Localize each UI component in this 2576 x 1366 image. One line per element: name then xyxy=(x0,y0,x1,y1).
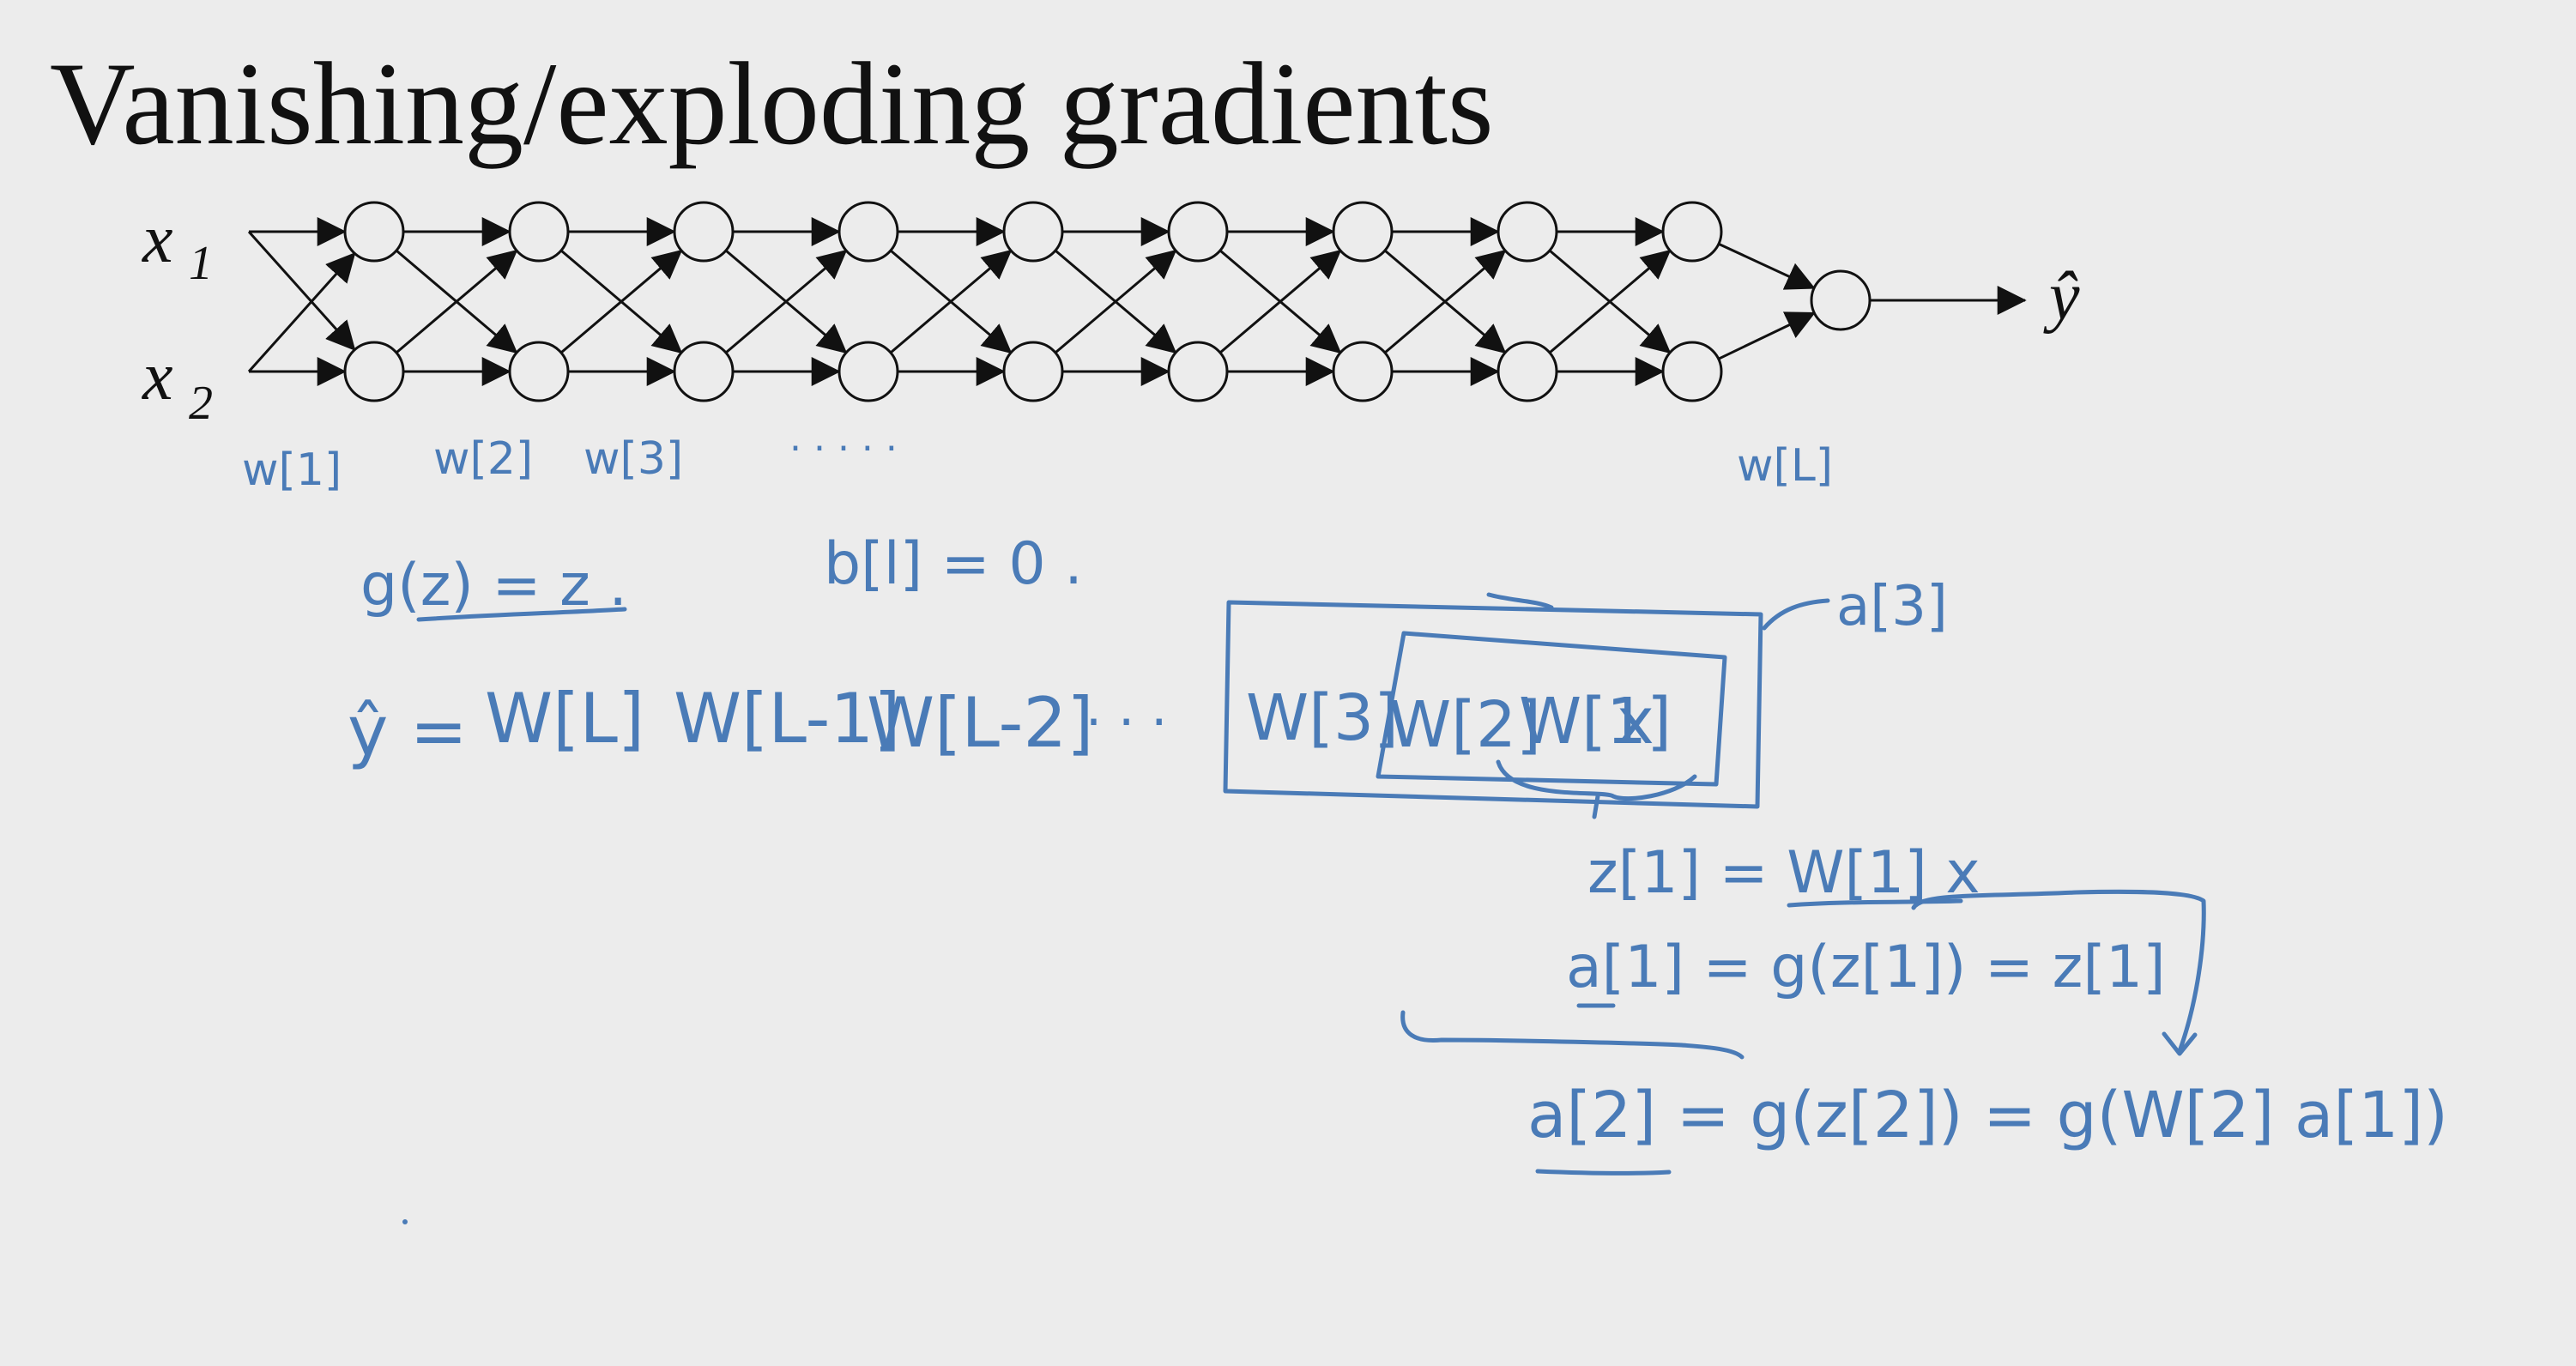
yhat-term-wL: W[L] xyxy=(485,679,644,759)
neuron-l8-n2 xyxy=(1497,341,1558,402)
neuron-l4-n2 xyxy=(838,341,899,402)
z1-equation: z[1] = W[1] x xyxy=(1587,839,1980,907)
neuron-l7-n1 xyxy=(1332,201,1394,263)
z1-underline xyxy=(1787,898,1963,908)
edge-input1-to-l1n2 xyxy=(247,230,356,351)
weight-dots: . . . . . xyxy=(789,416,898,460)
a3-pointer xyxy=(1762,598,1830,631)
weight-label-L: w[L] xyxy=(1737,440,1833,492)
weight-label-2: w[2] xyxy=(433,433,533,485)
edge-l7n2-to-l8n1 xyxy=(1383,249,1507,354)
input-x2-subscript: 2 xyxy=(189,377,213,430)
yhat-lhs: ŷ = xyxy=(348,692,468,771)
edge-l2n2-to-l3n1 xyxy=(559,249,683,354)
neuron-l9-n1 xyxy=(1661,201,1723,263)
boxed-w1: W[1] xyxy=(1519,685,1672,759)
weight-label-1: w[1] xyxy=(242,444,342,496)
edge-l5n2-to-l6n1 xyxy=(1054,249,1177,354)
outer-box-a3 xyxy=(1223,600,1763,809)
network-edges xyxy=(247,217,2027,386)
edge-l9n1-to-output xyxy=(1718,242,1816,290)
neural-network: x 1 x 2 ŷ xyxy=(142,201,2080,430)
brace-tick xyxy=(1592,794,1600,819)
neuron-l8-n1 xyxy=(1497,201,1558,263)
neuron-l5-n2 xyxy=(1002,341,1064,402)
activation-linear: g(z) = z . xyxy=(360,552,627,620)
output-neuron xyxy=(1810,269,1872,331)
weight-label-3: w[3] xyxy=(584,433,683,485)
neuron-l6-n1 xyxy=(1167,201,1229,263)
inner-box-a2 xyxy=(1376,631,1727,787)
neuron-l9-n2 xyxy=(1661,341,1723,402)
neuron-l6-n2 xyxy=(1167,341,1229,402)
activation-underline xyxy=(416,607,627,622)
edge-l4n2-to-l5n1 xyxy=(889,249,1013,354)
a2-equation: a[2] = g(z[2]) = g(W[2] a[1]) xyxy=(1527,1079,2448,1152)
edge-l1n2-to-l2n1 xyxy=(395,249,518,354)
neuron-l2-n2 xyxy=(508,341,570,402)
z1-substitution-arrowhead xyxy=(2162,1031,2198,1056)
neuron-l4-n1 xyxy=(838,201,899,263)
neuron-l7-n2 xyxy=(1332,341,1394,402)
boxed-x: x xyxy=(1617,685,1654,759)
output-yhat-label: ŷ xyxy=(2043,259,2080,335)
edge-l8n2-to-l9n1 xyxy=(1548,249,1672,354)
outer-box-top-mark xyxy=(1486,592,1554,610)
neuron-l3-n1 xyxy=(673,201,735,263)
a3-label: a[3] xyxy=(1836,575,1948,638)
edge-l3n2-to-l4n1 xyxy=(724,249,848,354)
brace-under-w1x xyxy=(1496,759,1697,801)
neuron-l1-n2 xyxy=(343,341,405,402)
bias-zero: b[l] = 0 . xyxy=(824,530,1083,598)
a1-equation: a[1] = g(z[1]) = z[1] xyxy=(1566,934,2166,1001)
slide-title: Vanishing/exploding gradients xyxy=(50,38,1494,169)
boxed-w3: W[3] xyxy=(1246,681,1399,755)
network-nodes xyxy=(343,201,1872,402)
neuron-l5-n1 xyxy=(1002,201,1064,263)
input-x1-subscript: 1 xyxy=(189,237,213,290)
weight-labels: w[1] w[2] w[3] . . . . . w[L] xyxy=(242,416,1833,496)
yhat-term-wL-2: W[L-2] xyxy=(867,683,1093,763)
edge-input2-to-l1n1 xyxy=(247,252,356,373)
edge-l6n2-to-l7n1 xyxy=(1218,249,1342,354)
neuron-l2-n1 xyxy=(508,201,570,263)
yhat-term-wL-1: W[L-1] xyxy=(674,679,900,759)
neuron-l1-n1 xyxy=(343,201,405,263)
yhat-ellipsis: . . . xyxy=(1085,678,1167,738)
brace-under-a1 xyxy=(1400,1010,1745,1060)
stray-ink-dot xyxy=(402,1219,408,1224)
edge-l9n2-to-output xyxy=(1718,311,1816,360)
z1-substitution-arrow xyxy=(1911,889,2206,1054)
boxed-w2: W[2] xyxy=(1388,688,1541,762)
input-x2-label: x xyxy=(142,339,173,414)
input-x1-label: x xyxy=(142,202,173,277)
a2-underline xyxy=(1535,1169,1672,1176)
neuron-l3-n2 xyxy=(673,341,735,402)
